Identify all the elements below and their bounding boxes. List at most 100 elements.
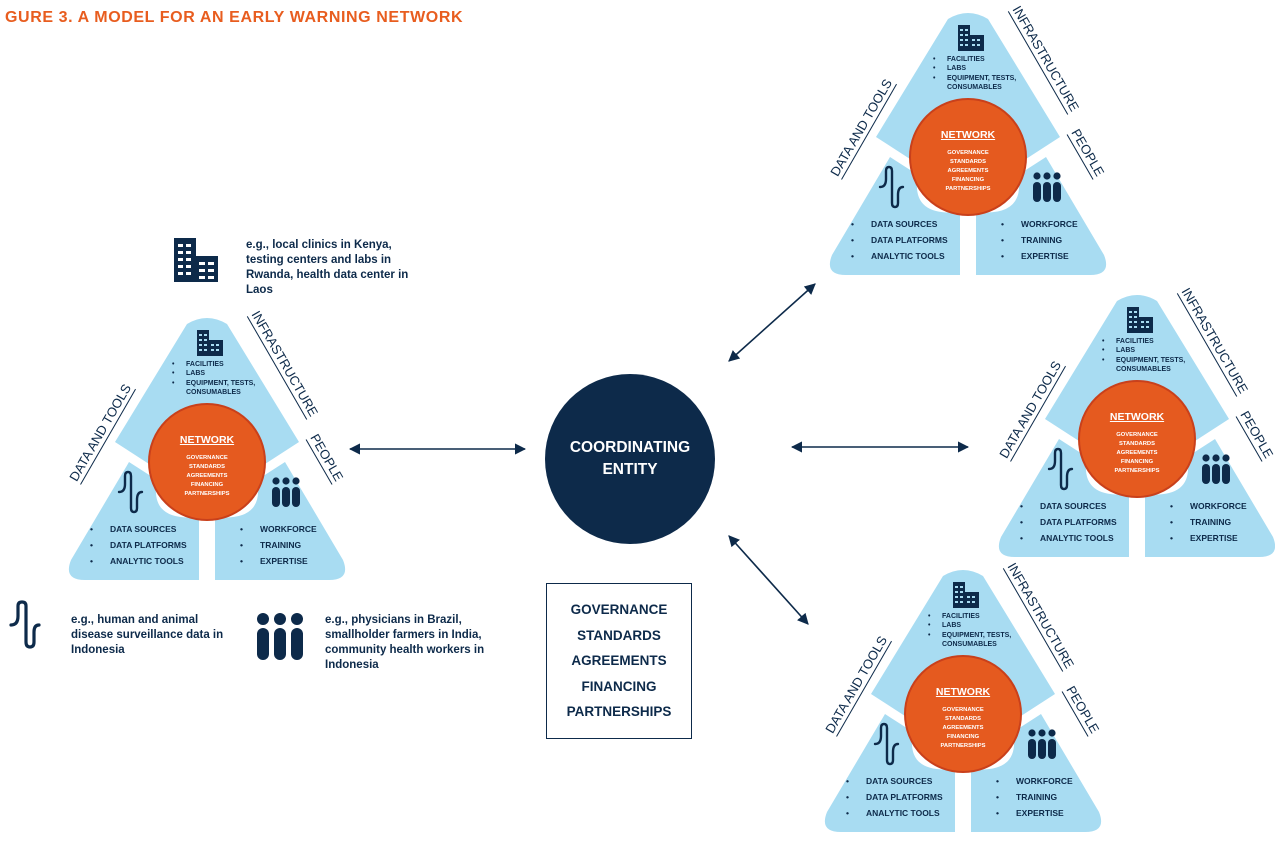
infrastructure-item: CONSUMABLES: [942, 641, 997, 649]
model-shape: [68, 318, 346, 580]
data-tools-segment: [824, 714, 955, 832]
network-list: GOVERNANCE STANDARDS AGREEMENTS FINANCIN…: [1097, 431, 1177, 476]
squiggle-signal-icon: [878, 165, 905, 209]
building-icon: [953, 582, 979, 608]
model-shape: [998, 295, 1275, 557]
network-item: AGREEMENTS: [947, 167, 989, 174]
network-title: NETWORK: [179, 434, 235, 446]
infrastructure-list: •FACILITIES •LABS •EQUIPMENT, TESTS, CON…: [928, 612, 1011, 650]
infrastructure-item: CONSUMABLES: [947, 84, 1002, 92]
infrastructure-item: •EQUIPMENT, TESTS,: [1102, 356, 1186, 364]
people-group-icon: [257, 613, 303, 660]
data-tools-item: •ANALYTIC TOOLS: [851, 251, 945, 262]
network-item: AGREEMENTS: [1116, 449, 1158, 456]
data-tools-list: •DATA SOURCES •DATA PLATFORMS •ANALYTIC …: [846, 773, 943, 821]
network-item: GOVERNANCE: [947, 150, 989, 156]
people-segment: [976, 157, 1107, 275]
infrastructure-list: •FACILITIES •LABS •EQUIPMENT, TESTS, CON…: [1102, 337, 1185, 375]
building-icon: [958, 25, 984, 51]
infrastructure-item: •FACILITIES: [1102, 338, 1154, 345]
network-item: PARTNERSHIPS: [184, 490, 230, 497]
people-item: •WORKFORCE: [1001, 219, 1078, 229]
data-example: e.g., human and animal disease surveilla…: [71, 614, 224, 656]
network-item: AGREEMENTS: [942, 724, 984, 731]
network-title: NETWORK: [1109, 411, 1165, 423]
people-group-icon: [1033, 172, 1061, 202]
infrastructure-list: •FACILITIES •LABS •EQUIPMENT, TESTS, CON…: [172, 360, 255, 398]
network-title: NETWORK: [940, 129, 996, 141]
governance-item: AGREEMENTS: [571, 653, 667, 669]
people-item: •WORKFORCE: [1170, 501, 1247, 511]
arrow-bottom-right: [728, 535, 809, 625]
arrow-top-right: [728, 283, 816, 362]
figure-title: GURE 3. A MODEL FOR AN EARLY WARNING NET…: [5, 9, 464, 26]
infrastructure-item: •LABS: [172, 370, 206, 378]
network-list: GOVERNANCE STANDARDS AGREEMENTS FINANCIN…: [923, 706, 1003, 751]
model-shape: [829, 13, 1107, 275]
people-group-icon: [1028, 729, 1056, 759]
building-icon: [197, 330, 223, 356]
governance-box: GOVERNANCE STANDARDS AGREEMENTS FINANCIN…: [546, 583, 692, 739]
data-tools-segment: [68, 462, 199, 580]
people-item: •EXPERTISE: [1170, 533, 1238, 544]
infrastructure-item: •LABS: [928, 622, 962, 630]
people-group-icon: [1202, 454, 1230, 484]
network-item: PARTNERSHIPS: [1114, 467, 1160, 474]
people-example: e.g., physicians in Brazil, smallholder …: [325, 614, 485, 671]
network-circle: [1078, 380, 1196, 498]
network-item: STANDARDS: [1119, 440, 1155, 447]
network-list: GOVERNANCE STANDARDS AGREEMENTS FINANCIN…: [928, 149, 1008, 194]
data-tools-segment: [998, 439, 1129, 557]
infrastructure-item: •FACILITIES: [928, 613, 980, 620]
infrastructure-item: CONSUMABLES: [186, 389, 241, 397]
network-item: PARTNERSHIPS: [940, 742, 986, 749]
people-item: •WORKFORCE: [996, 776, 1073, 786]
people-list: •WORKFORCE •TRAINING •EXPERTISE: [240, 521, 317, 569]
people-item: •EXPERTISE: [996, 808, 1064, 819]
data-tools-item: •ANALYTIC TOOLS: [90, 556, 184, 567]
infrastructure-item: •EQUIPMENT, TESTS,: [172, 379, 256, 387]
model-shape: [824, 570, 1102, 832]
network-item: STANDARDS: [945, 715, 981, 722]
people-item: •EXPERTISE: [240, 556, 308, 567]
network-model-bottom-right: INFRASTRUCTURE DATA AND TOOLS PEOPLE •FA…: [813, 560, 1113, 844]
governance-item: GOVERNANCE: [570, 601, 668, 617]
coordinating-entity-circle: COORDINATING ENTITY: [545, 374, 715, 544]
data-tools-item: •DATA PLATFORMS: [1020, 517, 1117, 528]
network-circle: [904, 655, 1022, 773]
network-item: AGREEMENTS: [186, 472, 228, 479]
network-item: FINANCING: [190, 481, 224, 488]
people-item: •WORKFORCE: [240, 524, 317, 534]
data-tools-list: •DATA SOURCES •DATA PLATFORMS •ANALYTIC …: [90, 521, 187, 569]
network-item: STANDARDS: [950, 158, 986, 165]
network-item: FINANCING: [951, 176, 985, 183]
building-icon: [174, 238, 218, 282]
network-item: GOVERNANCE: [942, 707, 984, 713]
people-group-icon: [272, 477, 300, 507]
data-tools-item: •DATA PLATFORMS: [851, 235, 948, 246]
people-list: •WORKFORCE •TRAINING •EXPERTISE: [1170, 498, 1247, 546]
infrastructure-item: •EQUIPMENT, TESTS,: [928, 631, 1012, 639]
network-model-middle-right: INFRASTRUCTURE DATA AND TOOLS PEOPLE •FA…: [987, 285, 1275, 569]
network-list: GOVERNANCE STANDARDS AGREEMENTS FINANCIN…: [167, 454, 247, 499]
infrastructure-item: •LABS: [933, 65, 967, 73]
network-circle: [148, 403, 266, 521]
building-icon: [1127, 307, 1153, 333]
data-tools-list: •DATA SOURCES •DATA PLATFORMS •ANALYTIC …: [851, 216, 948, 264]
people-segment: [971, 714, 1102, 832]
infrastructure-item: •LABS: [1102, 347, 1136, 355]
data-tools-item: •DATA SOURCES: [851, 219, 938, 229]
people-list: •WORKFORCE •TRAINING •EXPERTISE: [996, 773, 1073, 821]
network-model-left: INFRASTRUCTURE DATA AND TOOLS PEOPLE •FA…: [57, 308, 357, 592]
network-item: PARTNERSHIPS: [945, 185, 991, 192]
data-tools-item: •ANALYTIC TOOLS: [846, 808, 940, 819]
infrastructure-example: e.g., local clinics in Kenya, testing ce…: [246, 239, 409, 296]
network-item: FINANCING: [1120, 458, 1154, 465]
infrastructure-item: CONSUMABLES: [1116, 366, 1171, 374]
people-item: •TRAINING: [1170, 517, 1232, 528]
governance-item: PARTNERSHIPS: [566, 704, 672, 720]
data-tools-item: •DATA SOURCES: [90, 524, 177, 534]
governance-item: FINANCING: [581, 678, 657, 694]
data-tools-item: •DATA PLATFORMS: [846, 792, 943, 803]
coordinating-entity-label: COORDINATING ENTITY: [569, 439, 691, 478]
